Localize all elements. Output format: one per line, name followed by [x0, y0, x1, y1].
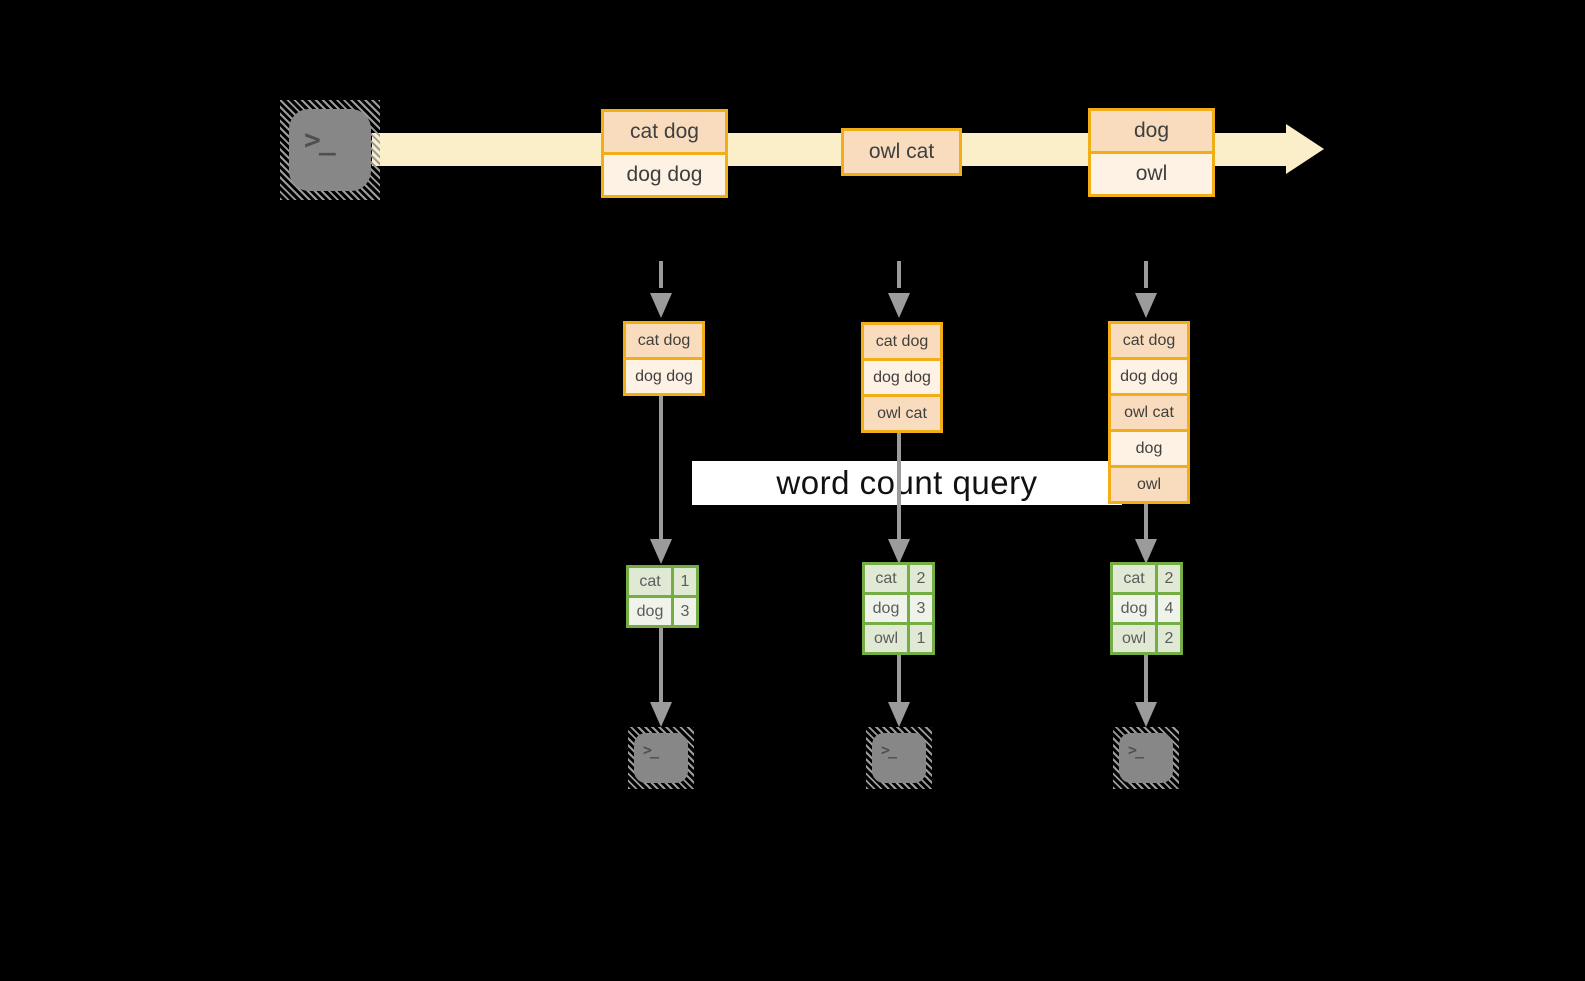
input-record: cat dog: [861, 322, 943, 361]
terminal-output-body: >_: [872, 733, 926, 783]
dashed-arrow-segment: [659, 261, 663, 288]
count-value: 2: [1158, 625, 1180, 652]
stream-batch-3: dog owl: [1088, 108, 1215, 197]
count-value: 2: [910, 565, 932, 592]
stream-record: dog: [1088, 108, 1215, 154]
stream-record: cat dog: [601, 109, 728, 155]
input-record: dog dog: [623, 357, 705, 396]
input-record: owl cat: [861, 394, 943, 433]
count-table-1: cat 1 dog 3: [626, 565, 699, 628]
connector-line: [897, 655, 901, 704]
dashed-arrow-head: [1135, 293, 1157, 318]
count-word: cat: [865, 565, 907, 592]
dashed-arrow-head: [650, 293, 672, 318]
terminal-prompt-icon: >_: [1128, 741, 1144, 759]
count-word: owl: [865, 625, 907, 652]
count-value: 2: [1158, 565, 1180, 592]
stream-record: owl cat: [841, 128, 962, 176]
terminal-output-icon-1: >_: [628, 727, 694, 789]
connector-line: [1144, 473, 1148, 541]
terminal-output-icon-3: >_: [1113, 727, 1179, 789]
count-value: 1: [910, 625, 932, 652]
query-banner-label: word count query: [776, 464, 1038, 501]
input-stack-1: cat dog dog dog: [623, 321, 705, 396]
terminal-prompt-icon: >_: [881, 741, 897, 759]
connector-line: [1144, 655, 1148, 704]
dashed-arrow-segment: [1144, 261, 1148, 288]
stream-batch-2: owl cat: [841, 128, 962, 176]
input-stack-2: cat dog dog dog owl cat: [861, 322, 943, 433]
terminal-source-icon: >_: [280, 100, 380, 200]
terminal-output-body: >_: [634, 733, 688, 783]
input-record: owl: [1108, 465, 1190, 504]
terminal-prompt-icon: >_: [304, 123, 336, 156]
stream-batch-1: cat dog dog dog: [601, 109, 728, 198]
count-word: dog: [1113, 595, 1155, 622]
connector-line: [659, 383, 663, 541]
connector-line: [659, 628, 663, 704]
count-value: 3: [674, 598, 696, 625]
connector-arrow-head: [888, 539, 910, 564]
dashed-arrow-head: [888, 293, 910, 318]
count-value: 1: [674, 568, 696, 595]
input-record: dog dog: [861, 358, 943, 397]
connector-arrow-head: [1135, 539, 1157, 564]
connector-arrow-head: [650, 702, 672, 727]
count-word: owl: [1113, 625, 1155, 652]
dashed-arrow-segment: [897, 261, 901, 288]
count-word: dog: [865, 595, 907, 622]
terminal-prompt-icon: >_: [643, 741, 659, 759]
connector-arrow-head: [1135, 702, 1157, 727]
terminal-source-body: >_: [289, 109, 371, 191]
stream-record: owl: [1088, 150, 1215, 197]
count-value: 4: [1158, 595, 1180, 622]
count-value: 3: [910, 595, 932, 622]
terminal-output-body: >_: [1119, 733, 1173, 783]
input-record: cat dog: [623, 321, 705, 360]
input-stack-3: cat dog dog dog owl cat dog owl: [1108, 321, 1190, 504]
query-banner: word count query: [692, 461, 1122, 505]
count-word: cat: [1113, 565, 1155, 592]
input-record: owl cat: [1108, 393, 1190, 432]
terminal-output-icon-2: >_: [866, 727, 932, 789]
input-record: dog dog: [1108, 357, 1190, 396]
connector-line: [897, 414, 901, 541]
stream-arrowhead: [1286, 124, 1324, 174]
count-table-2: cat 2 dog 3 owl 1: [862, 562, 935, 655]
connector-arrow-head: [650, 539, 672, 564]
input-record: cat dog: [1108, 321, 1190, 360]
stream-record: dog dog: [601, 151, 728, 198]
count-table-3: cat 2 dog 4 owl 2: [1110, 562, 1183, 655]
count-word: dog: [629, 598, 671, 625]
count-word: cat: [629, 568, 671, 595]
connector-arrow-head: [888, 702, 910, 727]
input-record: dog: [1108, 429, 1190, 468]
